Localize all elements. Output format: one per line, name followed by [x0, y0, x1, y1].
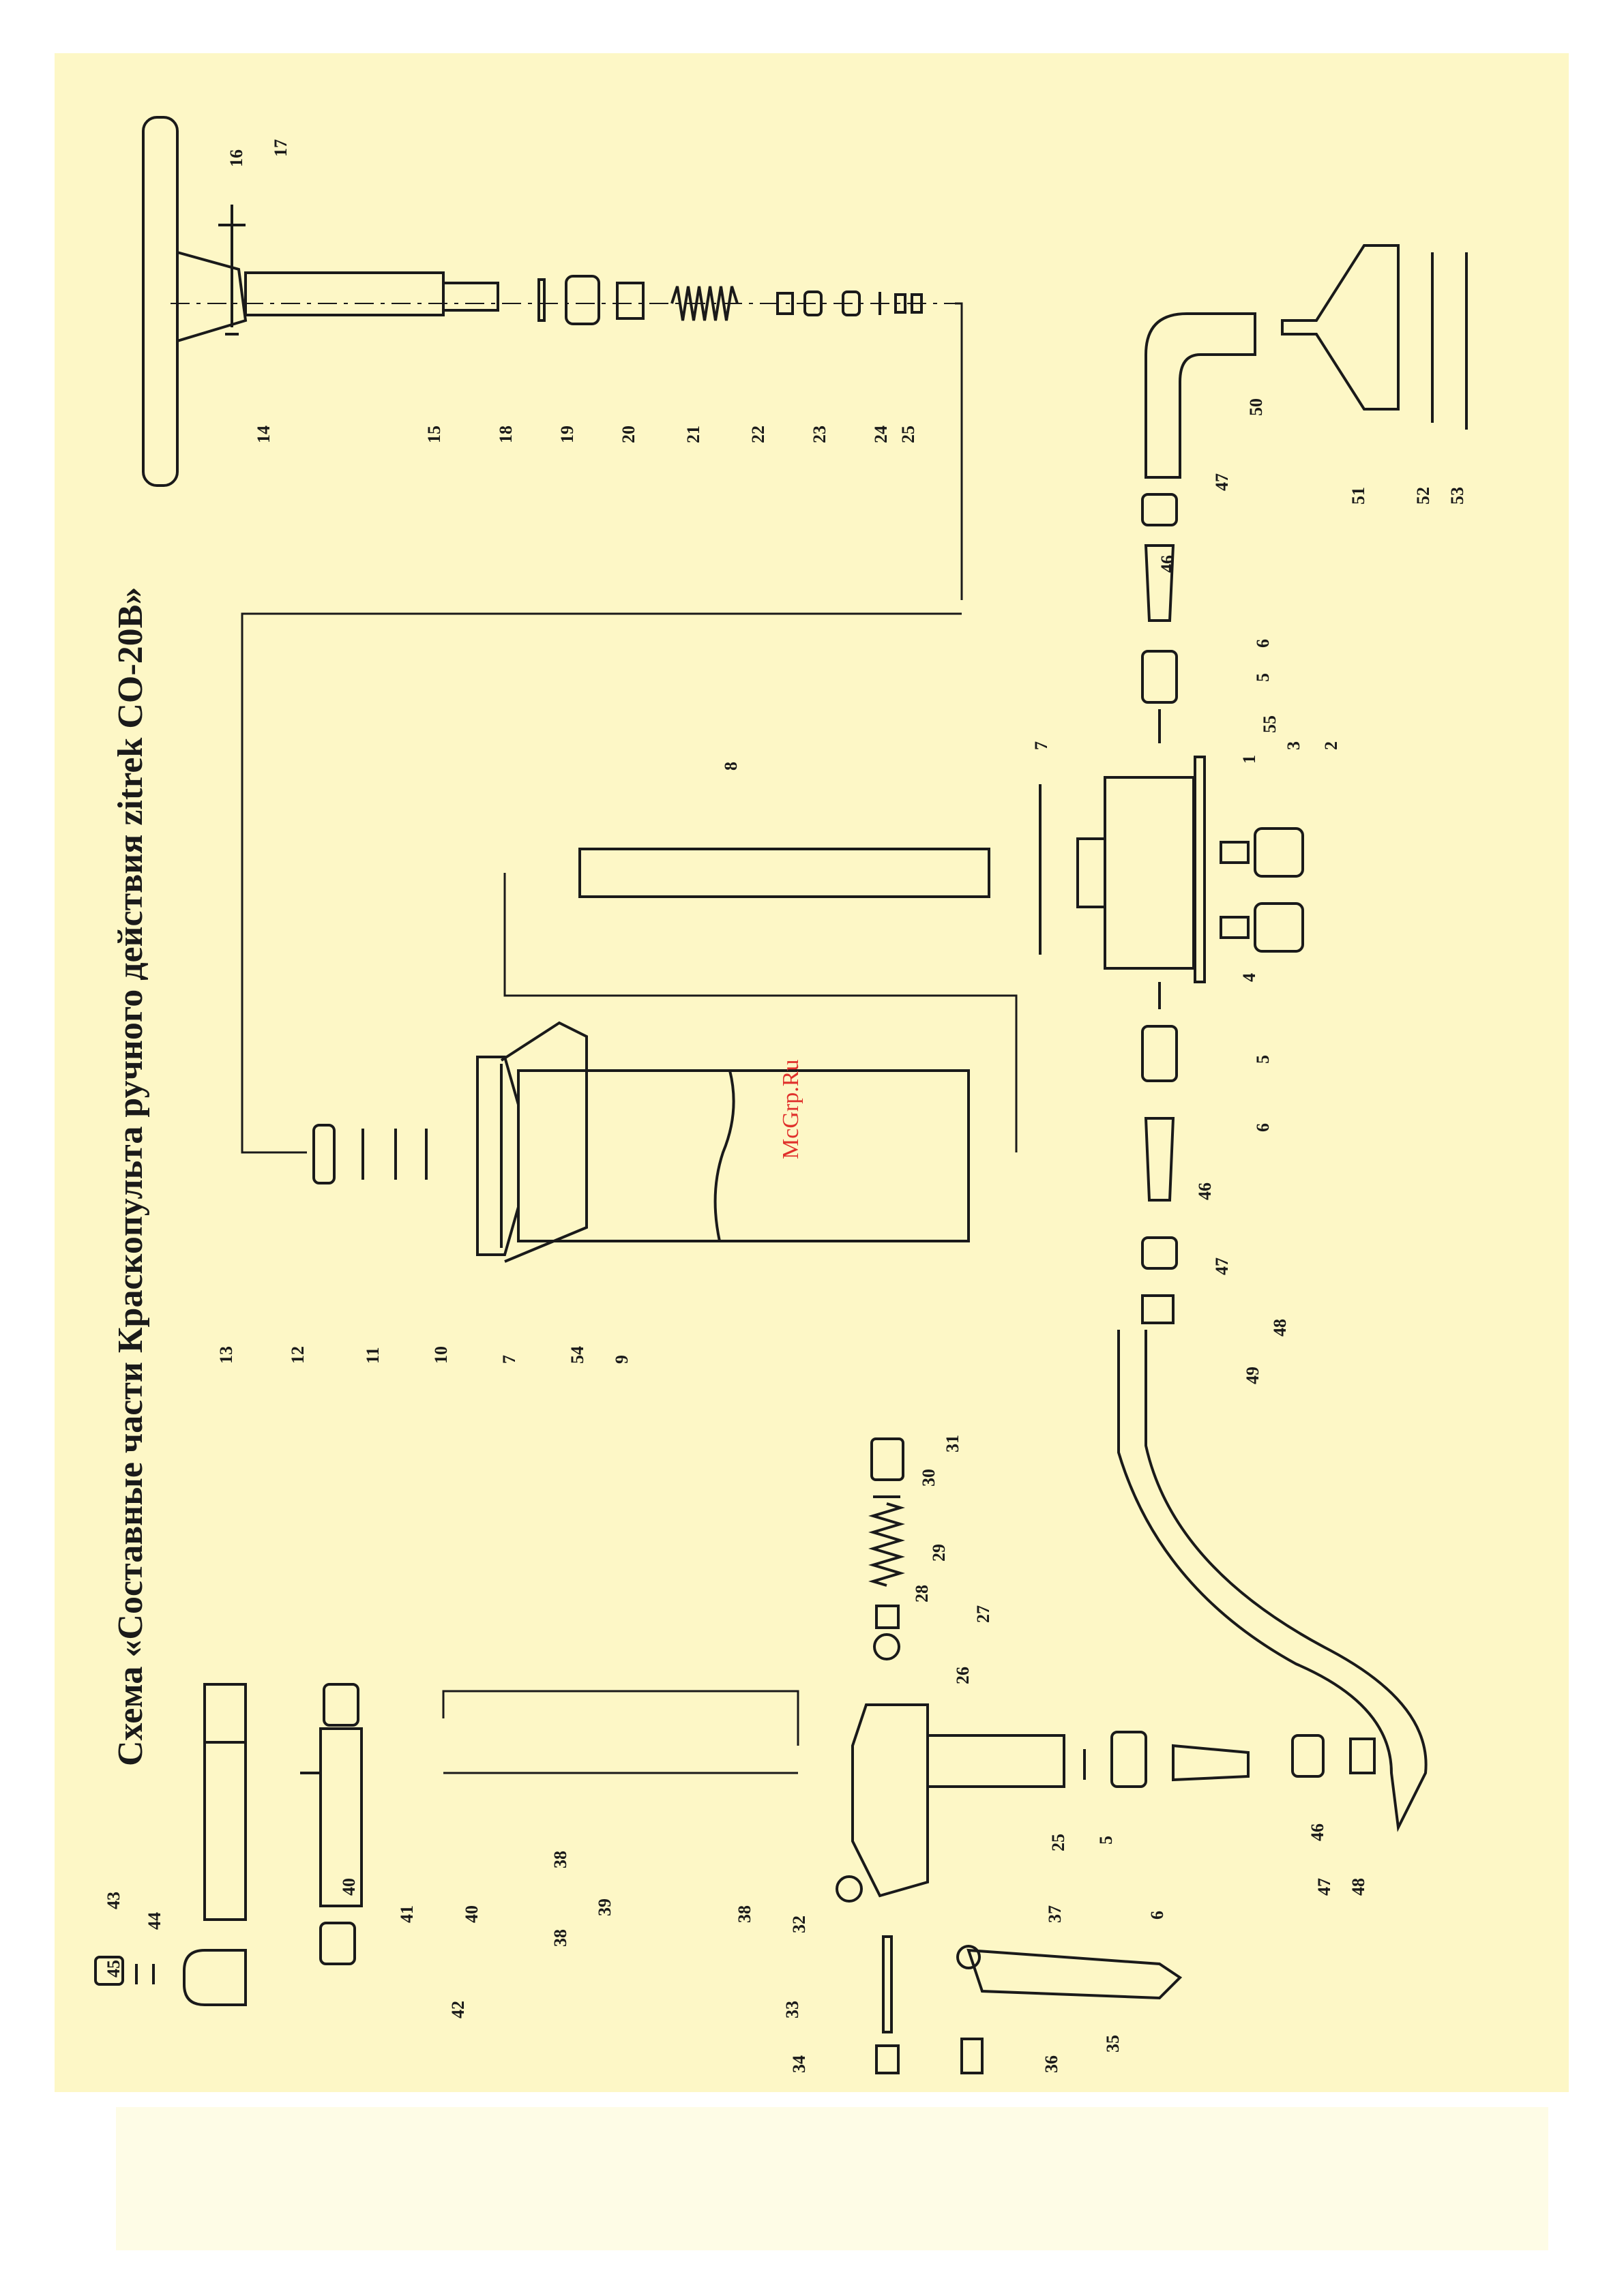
part-label-9: 9	[612, 1355, 632, 1364]
part-label-40: 40	[339, 1878, 359, 1896]
part-label-29: 29	[929, 1544, 949, 1562]
part-label-16: 16	[226, 149, 246, 167]
part-label-49: 49	[1243, 1367, 1263, 1384]
part-label-47: 47	[1212, 1257, 1232, 1275]
part-label-55: 55	[1260, 715, 1280, 733]
part-label-14: 14	[254, 426, 274, 443]
part-label-46: 46	[1157, 555, 1177, 573]
part-label-51: 51	[1348, 487, 1368, 505]
part-label-40: 40	[462, 1905, 482, 1923]
part-label-11: 11	[363, 1347, 383, 1364]
part-label-36: 36	[1042, 2055, 1061, 2073]
part-label-7: 7	[499, 1355, 519, 1364]
part-label-5: 5	[1253, 673, 1273, 682]
part-label-33: 33	[782, 2001, 802, 2018]
part-label-47: 47	[1314, 1878, 1334, 1896]
part-label-38: 38	[735, 1905, 754, 1923]
part-label-31: 31	[943, 1435, 962, 1452]
part-label-4: 4	[1239, 973, 1259, 982]
sheet-background	[55, 53, 1569, 2092]
part-label-17: 17	[271, 139, 291, 157]
part-label-44: 44	[145, 1912, 164, 1930]
part-label-53: 53	[1447, 487, 1467, 505]
part-label-19: 19	[557, 426, 577, 443]
part-label-8: 8	[721, 762, 741, 771]
part-label-6: 6	[1253, 639, 1273, 648]
part-label-39: 39	[595, 1898, 615, 1916]
part-label-26: 26	[953, 1667, 973, 1684]
part-label-28: 28	[912, 1585, 932, 1602]
part-label-45: 45	[104, 1960, 123, 1978]
part-label-6: 6	[1253, 1123, 1273, 1132]
part-label-24: 24	[871, 426, 891, 443]
part-label-15: 15	[424, 426, 444, 443]
part-label-41: 41	[397, 1905, 417, 1923]
watermark-text: McGrp.Ru	[778, 1060, 803, 1159]
part-label-37: 37	[1045, 1905, 1065, 1923]
part-label-10: 10	[431, 1346, 451, 1364]
part-label-12: 12	[288, 1346, 308, 1364]
part-label-50: 50	[1246, 398, 1266, 416]
part-label-34: 34	[789, 2055, 809, 2073]
part-label-46: 46	[1308, 1823, 1327, 1841]
part-label-32: 32	[789, 1915, 809, 1933]
part-label-7: 7	[1031, 741, 1051, 750]
part-label-48: 48	[1270, 1319, 1290, 1337]
part-label-21: 21	[683, 426, 703, 443]
part-label-30: 30	[919, 1469, 939, 1487]
part-label-2: 2	[1321, 741, 1341, 750]
part-label-25: 25	[898, 426, 918, 443]
part-label-23: 23	[810, 426, 829, 443]
part-label-1: 1	[1239, 755, 1259, 764]
part-label-5: 5	[1096, 1836, 1116, 1845]
part-label-43: 43	[104, 1892, 123, 1909]
part-label-5: 5	[1253, 1055, 1273, 1064]
part-label-13: 13	[216, 1346, 236, 1364]
part-label-20: 20	[619, 426, 638, 443]
part-label-27: 27	[973, 1605, 993, 1623]
part-label-54: 54	[567, 1346, 587, 1364]
part-label-38: 38	[550, 1851, 570, 1868]
part-label-42: 42	[448, 2001, 468, 2018]
part-label-25: 25	[1048, 1834, 1068, 1851]
part-label-52: 52	[1413, 487, 1433, 505]
part-label-6: 6	[1147, 1911, 1167, 1920]
part-label-3: 3	[1284, 741, 1303, 750]
part-label-22: 22	[748, 426, 768, 443]
parts-diagram-sheet: 1234555666778910111213141516171819202122…	[55, 53, 1569, 2092]
part-label-38: 38	[550, 1929, 570, 1947]
diagram-title: Схема «Составные части Краскопульта ручн…	[111, 587, 150, 1766]
footer-panel	[116, 2107, 1548, 2250]
part-label-48: 48	[1348, 1878, 1368, 1896]
part-label-46: 46	[1195, 1182, 1215, 1200]
part-label-47: 47	[1212, 473, 1232, 491]
part-label-18: 18	[496, 426, 516, 443]
part-label-35: 35	[1103, 2035, 1123, 2053]
